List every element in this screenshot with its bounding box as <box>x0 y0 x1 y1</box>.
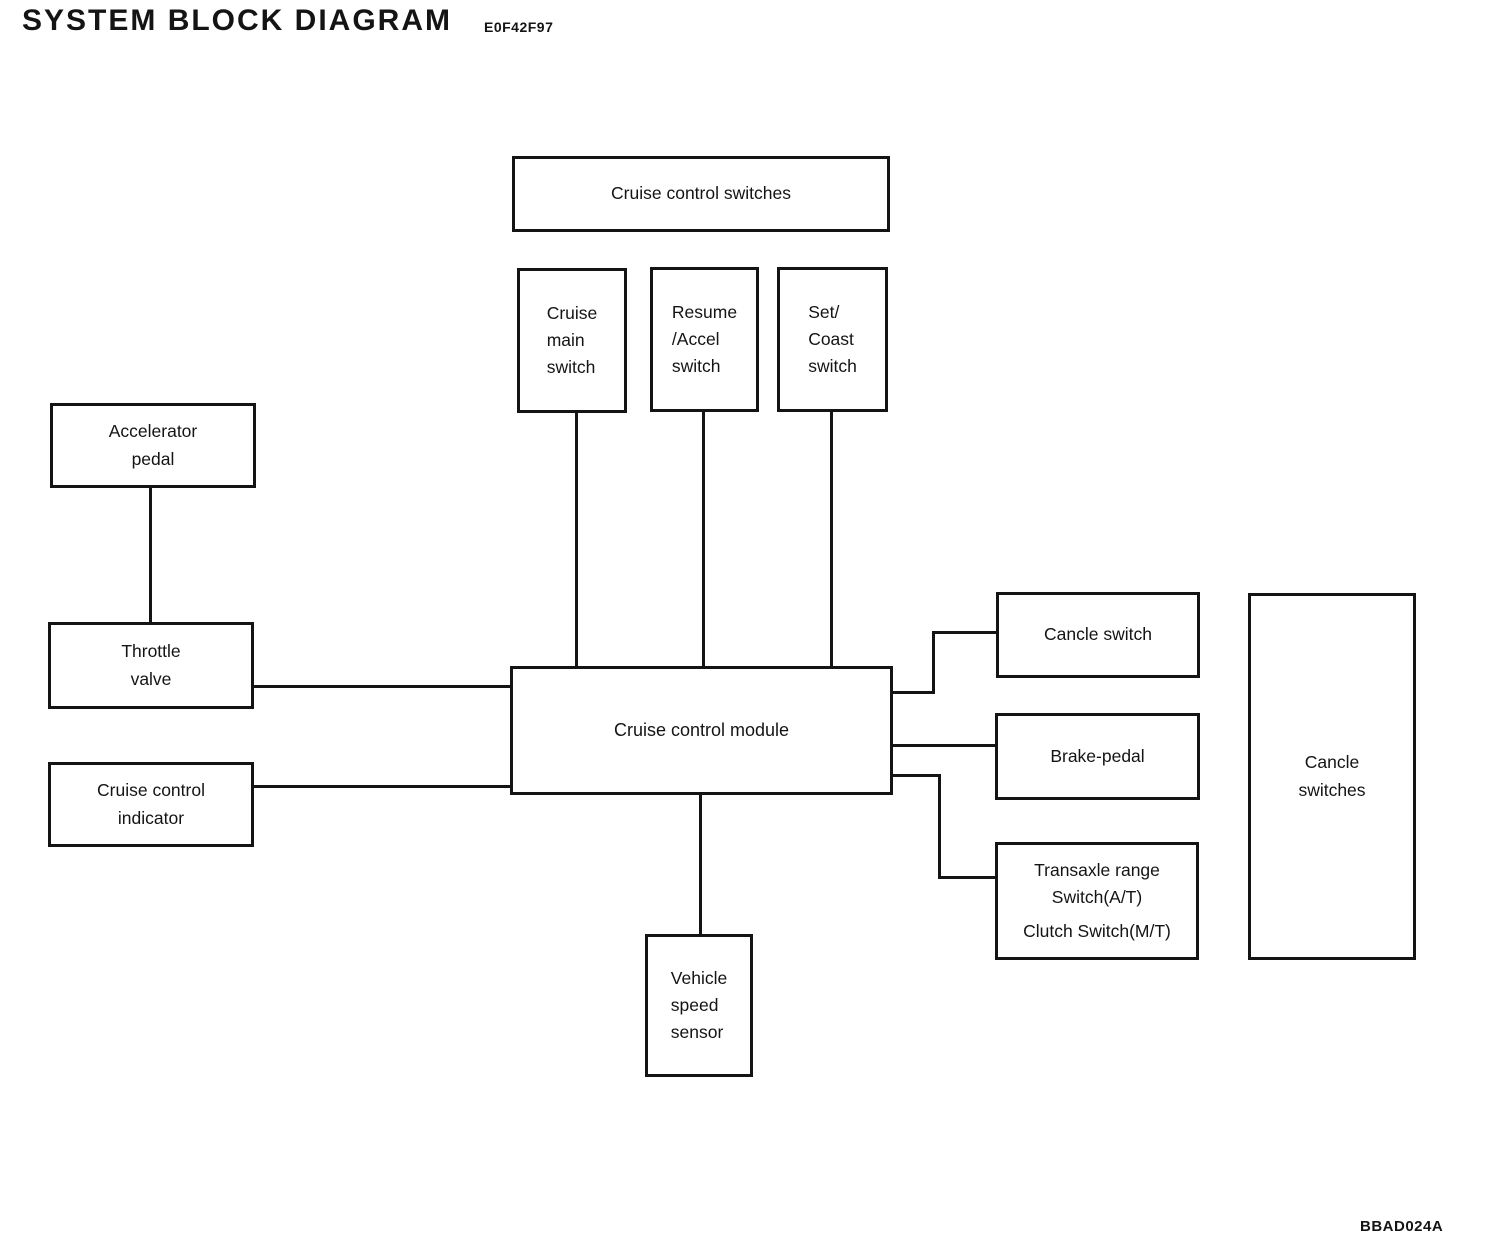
box-set-coast-switch: Set/ Coast switch <box>777 267 888 412</box>
connector-module-to-cancle-switch-seg1 <box>893 691 935 694</box>
box-cruise-control-switches: Cruise control switches <box>512 156 890 232</box>
box-label: Cruise control indicator <box>97 780 205 828</box>
figure-code: E0F42F97 <box>484 19 554 35</box>
box-label: Throttle valve <box>121 641 181 689</box>
box-label-clutch-switch: Clutch Switch(M/T) <box>1023 920 1171 941</box>
connector-module-to-brake-pedal <box>893 744 995 747</box>
connector-set-coast-to-module <box>830 411 833 666</box>
box-cruise-control-indicator: Cruise control indicator <box>48 762 254 847</box>
connector-module-to-cancle-switch-seg3 <box>932 631 996 634</box>
connector-accelerator-to-throttle <box>149 488 152 622</box>
box-resume-accel-switch: Resume /Accel switch <box>650 267 759 412</box>
box-label: Cruise main switch <box>546 302 598 378</box>
connector-throttle-to-module <box>253 685 510 688</box>
box-label: Accelerator pedal <box>108 421 198 469</box>
box-label: Resume /Accel switch <box>671 301 738 377</box>
connector-indicator-to-module <box>253 785 510 788</box>
box-label: Set/ Coast switch <box>808 301 857 377</box>
box-label: Cruise control switches <box>611 183 791 204</box>
connector-resume-accel-to-module <box>702 411 705 666</box>
box-label: Vehicle speed sensor <box>670 967 728 1043</box>
connector-main-switch-to-module <box>575 413 578 666</box>
box-accelerator-pedal: Accelerator pedal <box>50 403 256 488</box>
box-brake-pedal: Brake-pedal <box>995 713 1200 800</box>
box-label: Brake-pedal <box>1050 745 1145 766</box>
connector-module-to-cancle-switch-seg2 <box>932 631 935 694</box>
footer-code: BBAD024A <box>1360 1218 1444 1235</box>
connector-module-to-transaxle-seg1 <box>893 774 941 777</box>
box-cancle-switch: Cancle switch <box>996 592 1200 678</box>
box-transaxle-clutch-switch: Transaxle range Switch(A/T) Clutch Switc… <box>995 842 1199 960</box>
box-label: Cruise control module <box>613 719 790 740</box>
connector-module-to-speed-sensor <box>699 795 702 934</box>
connector-module-to-transaxle-seg3 <box>938 876 996 879</box>
box-label: Cancle switches <box>1298 752 1366 800</box>
box-cruise-control-module: Cruise control module <box>510 666 893 795</box>
box-label: Cancle switch <box>1044 624 1152 645</box>
box-label-transaxle-range: Transaxle range Switch(A/T) <box>1034 860 1160 908</box>
box-cancle-switches: Cancle switches <box>1248 593 1416 960</box>
connector-module-to-transaxle-seg2 <box>938 774 941 879</box>
box-vehicle-speed-sensor: Vehicle speed sensor <box>645 934 753 1077</box>
box-throttle-valve: Throttle valve <box>48 622 254 709</box>
page-title: SYSTEM BLOCK DIAGRAM <box>22 4 452 37</box>
box-cruise-main-switch: Cruise main switch <box>517 268 627 413</box>
